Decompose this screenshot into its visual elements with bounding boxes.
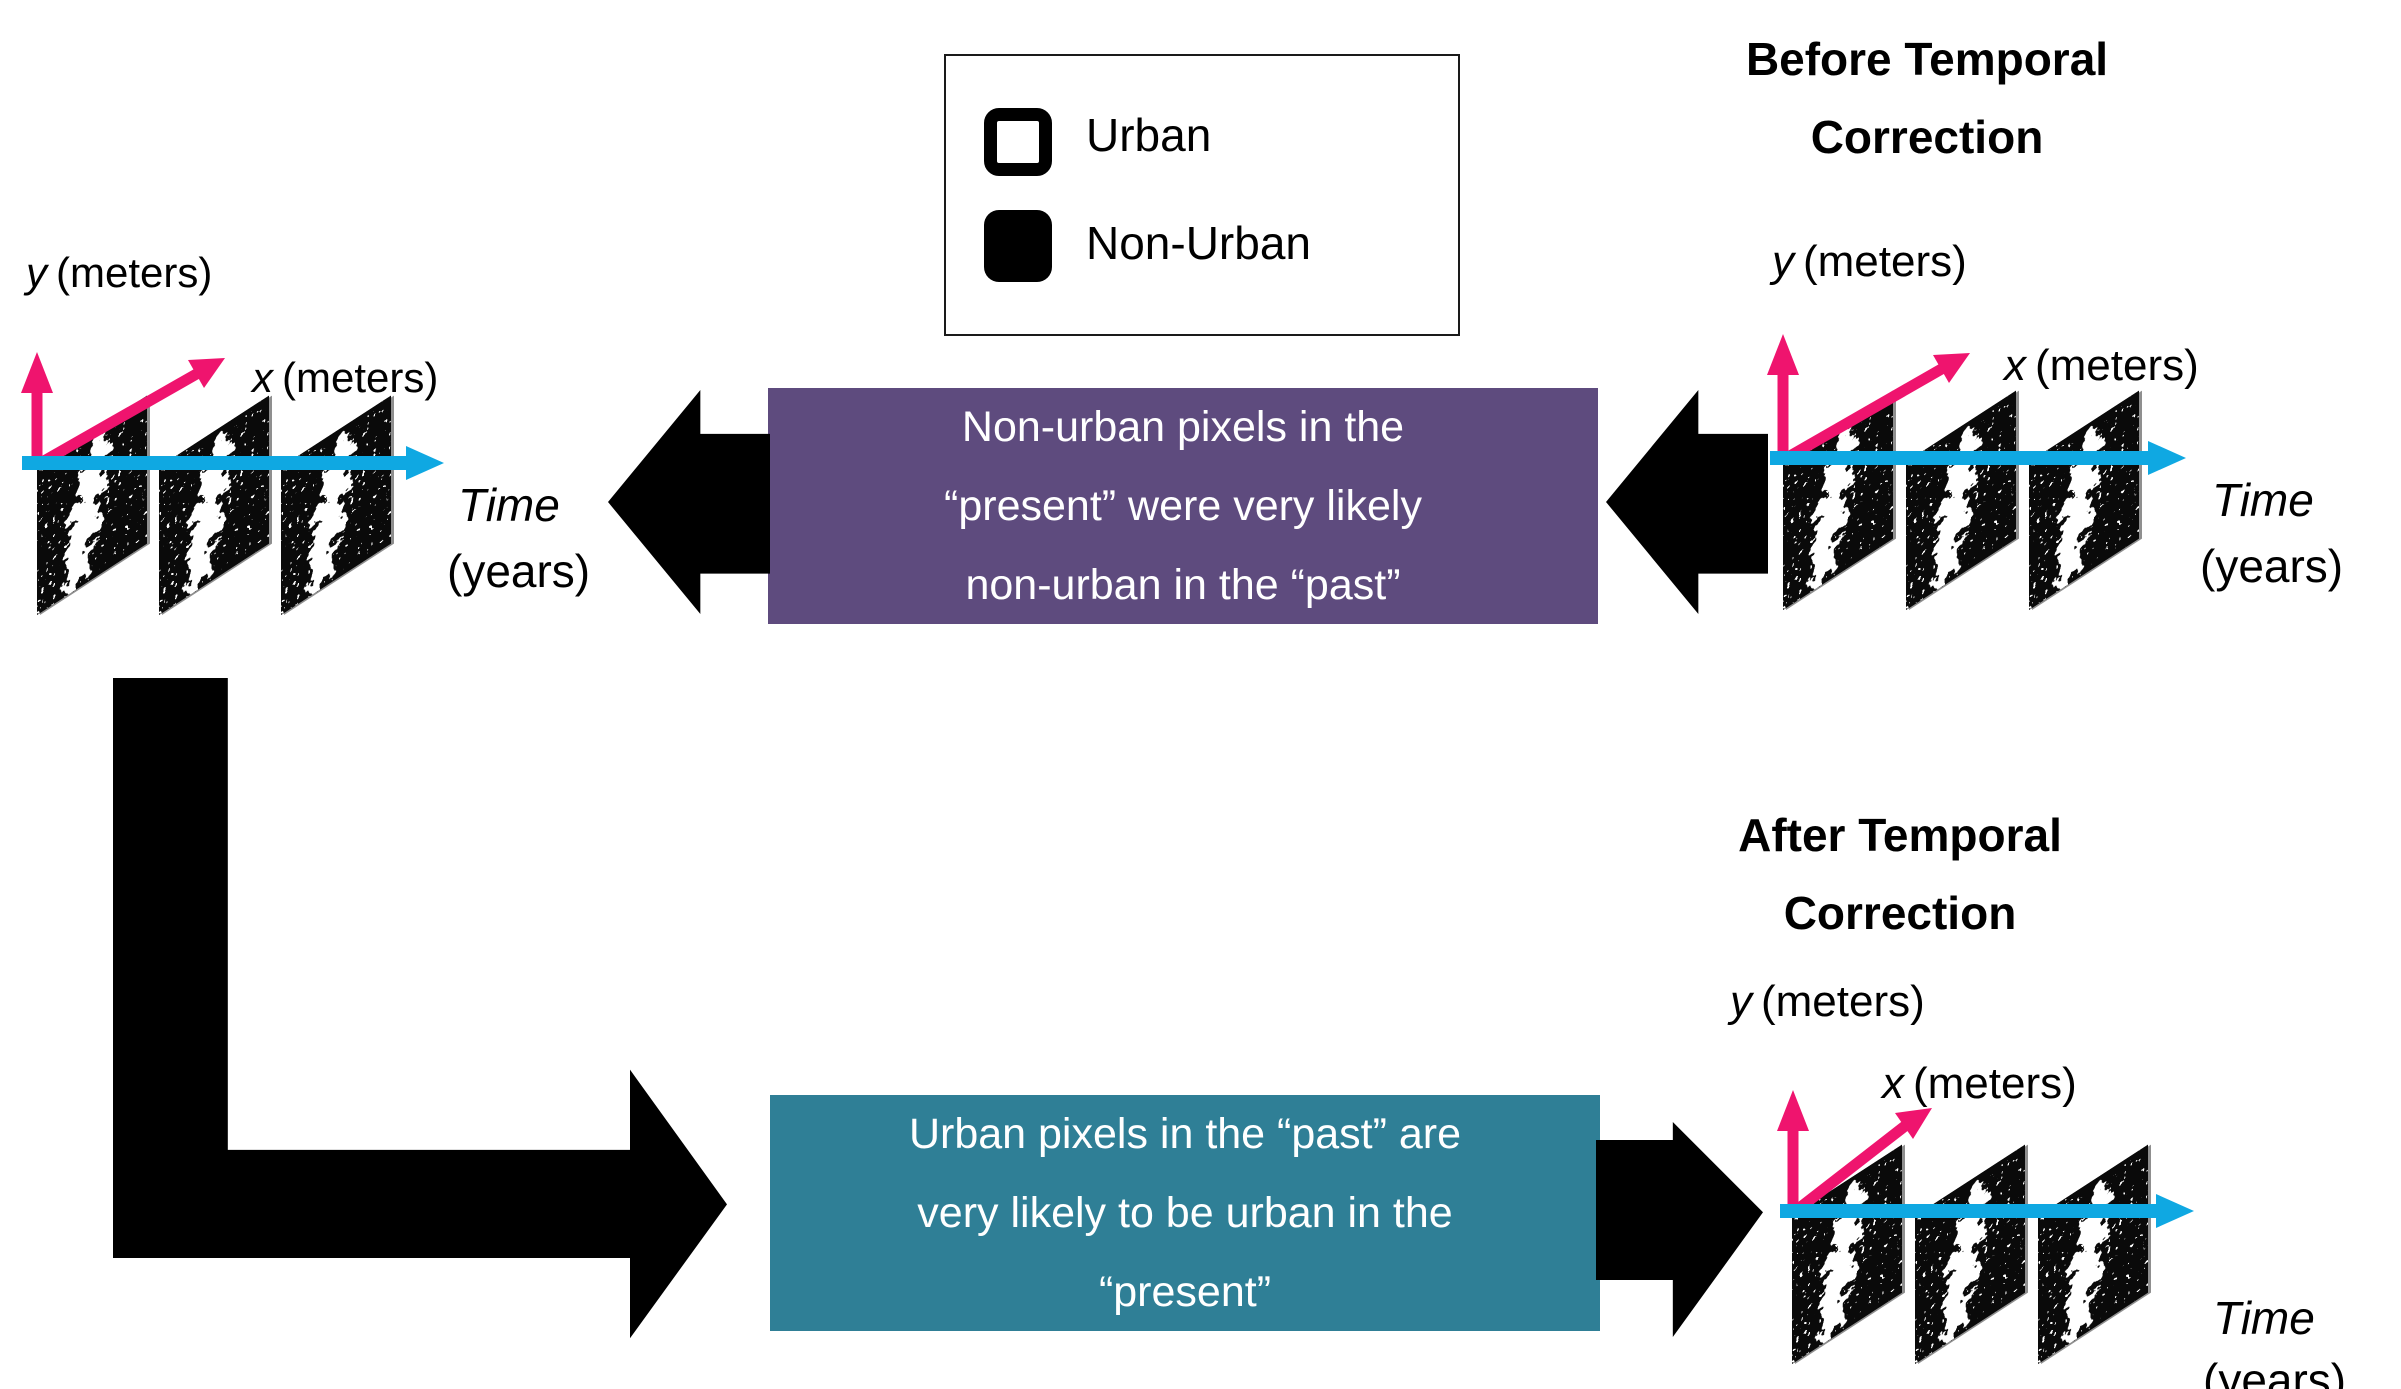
- axis-label-time-unit-after: (years): [2203, 1354, 2347, 1389]
- axis-label-time-before: Time: [2212, 474, 2314, 526]
- axis-label-y-before: y(meters): [1772, 237, 1967, 286]
- map-panel: [2038, 1144, 2148, 1364]
- heading-before-temporal-correction: Before Temporal Correction: [1647, 20, 2207, 176]
- axis-label-x-before: x(meters): [2004, 341, 2199, 390]
- flow-arrow-into-left-diagram: [608, 390, 770, 614]
- non-urban-swatch-icon: [984, 210, 1052, 282]
- legend: [944, 54, 1460, 336]
- axis-label-y-after: y(meters): [1730, 977, 1925, 1026]
- axis-label-time-unit-left: (years): [447, 545, 591, 597]
- rule-box-forward-propagation: Urban pixels in the “past” are very like…: [770, 1095, 1600, 1331]
- legend-label-urban: Urban: [1086, 109, 1212, 161]
- heading-after-temporal-correction: After Temporal Correction: [1620, 796, 2180, 952]
- map-panel: [37, 395, 147, 615]
- axis-label-x-left: x(meters): [252, 354, 439, 401]
- axis-label-time-left: Time: [458, 479, 560, 531]
- backward-rule-line1: Non-urban pixels in the: [961, 402, 1405, 451]
- backward-rule-line2: “present” were very likely: [944, 481, 1422, 530]
- axis-label-y-left: y(meters): [26, 249, 213, 296]
- heading-after-line2: Correction: [1783, 887, 2017, 939]
- y-axis-arrow: [1767, 334, 1799, 460]
- axis-label-x-after: x(meters): [1882, 1059, 2077, 1108]
- flow-arrow-into-backward-rule: [1606, 390, 1768, 614]
- axis-label-time-unit-before: (years): [2200, 540, 2344, 592]
- y-axis-arrow: [21, 352, 53, 465]
- axis-label-time-after: Time: [2213, 1292, 2315, 1344]
- backward-rule-line3: non-urban in the “past”: [965, 560, 1401, 609]
- y-axis-arrow: [1777, 1090, 1809, 1213]
- forward-rule-line3: “present”: [1098, 1267, 1272, 1316]
- map-panel: [1783, 390, 1893, 610]
- map-panel: [159, 395, 269, 615]
- map-panel: [2029, 390, 2139, 610]
- forward-rule-line2: very likely to be urban in the: [917, 1188, 1453, 1237]
- flow-arrow-l-shaped: [113, 678, 727, 1339]
- flow-arrow-into-after-diagram: [1596, 1122, 1763, 1337]
- map-panel: [1915, 1144, 2025, 1364]
- heading-before-line1: Before Temporal: [1745, 33, 2109, 85]
- map-panel: [1792, 1144, 1902, 1364]
- rule-box-backward-propagation: Non-urban pixels in the “present” were v…: [768, 388, 1598, 624]
- heading-after-line1: After Temporal: [1738, 809, 2062, 861]
- legend-label-non-urban: Non-Urban: [1086, 217, 1311, 269]
- urban-swatch-icon: [984, 108, 1052, 176]
- heading-before-line2: Correction: [1810, 111, 2044, 163]
- map-panel: [1906, 390, 2016, 610]
- forward-rule-line1: Urban pixels in the “past” are: [908, 1109, 1462, 1158]
- map-panel: [281, 395, 391, 615]
